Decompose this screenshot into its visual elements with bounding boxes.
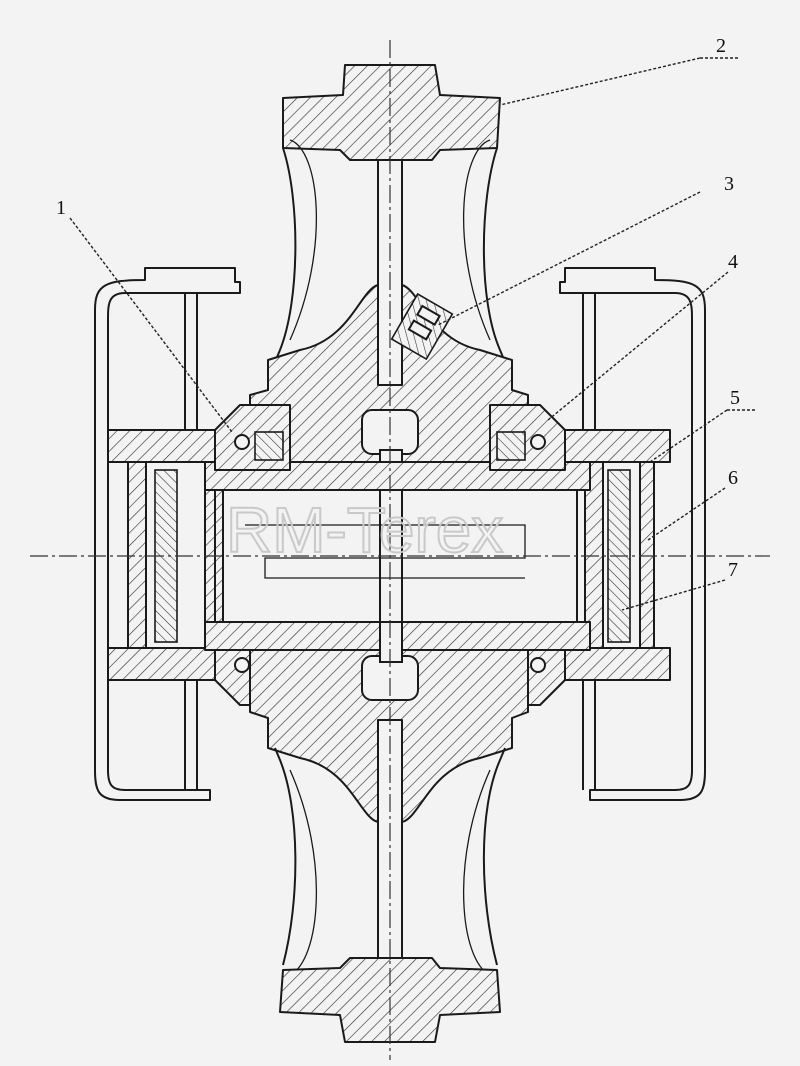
hub-upper — [249, 284, 529, 491]
callout-6: 6 — [728, 467, 738, 489]
callout-leaders — [69, 57, 755, 611]
grease-fitting — [390, 292, 454, 361]
right-bracket — [559, 267, 706, 801]
callout-5: 5 — [730, 387, 740, 409]
watermark-text: RM-Terex — [226, 494, 503, 566]
callout-7: 7 — [728, 559, 738, 581]
callout-1: 1 — [56, 197, 66, 219]
callout-3: 3 — [724, 173, 734, 195]
hub-lower — [249, 621, 529, 823]
left-bracket — [94, 267, 241, 801]
callout-4: 4 — [728, 251, 738, 273]
wheel-rim-top — [274, 64, 506, 385]
callout-2: 2 — [716, 35, 726, 57]
